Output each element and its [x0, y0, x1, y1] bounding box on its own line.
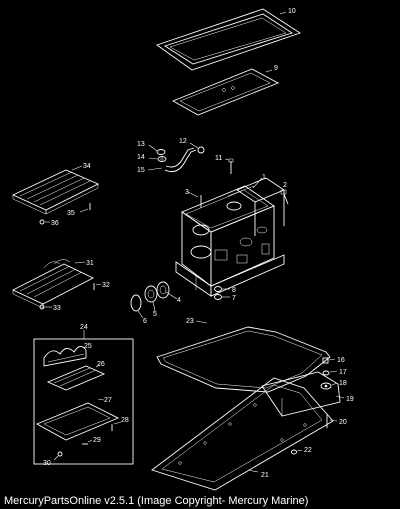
part-9-gasket	[171, 68, 280, 116]
part-11-screw	[224, 158, 234, 174]
callout-5: 5	[153, 311, 157, 318]
image-caption: MercuryPartsOnline v2.5.1 (Image Copyrig…	[4, 495, 309, 507]
callout-26: 26	[97, 361, 105, 368]
part-25-bundle	[43, 346, 87, 367]
part-12-15-hose-fittings	[147, 142, 205, 173]
part-24-kit-box	[33, 330, 134, 465]
part-31-lower-rack	[11, 259, 95, 309]
callout-28: 28	[121, 417, 129, 424]
callout-1: 1	[262, 174, 266, 181]
part-1-housing	[175, 177, 285, 297]
callout-19: 19	[346, 396, 354, 403]
callout-24: 24	[80, 324, 88, 331]
part-19-bracket	[261, 371, 345, 417]
callout-18: 18	[339, 380, 347, 387]
part-7-8-nuts	[214, 286, 230, 300]
callout-3: 3	[185, 189, 189, 196]
part-21-base-plate	[151, 377, 334, 491]
callout-17: 17	[339, 369, 347, 376]
callout-11: 11	[215, 155, 222, 162]
callout-6: 6	[143, 318, 147, 325]
callout-27: 27	[104, 397, 112, 404]
callout-14: 14	[137, 154, 145, 161]
callout-9: 9	[274, 65, 278, 72]
callout-13: 13	[137, 141, 145, 148]
part-10-seal-frame	[156, 8, 302, 71]
callout-15: 15	[137, 167, 145, 174]
part-23-seal-strip	[156, 320, 331, 393]
part-34-upper-rack	[11, 165, 100, 215]
callout-35: 35	[67, 210, 75, 217]
part-2-bolt	[280, 189, 289, 205]
callout-labels: 1 2 3 4 5 6 7 8 9 10 11 12 13 14 15 16 1…	[43, 8, 354, 479]
callout-22: 22	[304, 447, 312, 454]
callout-34: 34	[83, 163, 91, 170]
callout-23: 23	[186, 318, 194, 325]
callout-20: 20	[339, 419, 347, 426]
callout-2: 2	[283, 182, 287, 189]
part-3-stud	[187, 191, 202, 208]
callout-25: 25	[84, 343, 92, 350]
callout-29: 29	[93, 437, 101, 444]
part-35-36-screws	[39, 203, 91, 225]
callout-21: 21	[261, 472, 269, 479]
part-27-tray	[35, 398, 120, 441]
callout-12: 12	[179, 138, 187, 145]
callout-30: 30	[43, 460, 51, 467]
part-4-6-seal-rings	[130, 281, 178, 319]
part-16-22-hardware	[291, 357, 338, 455]
callout-10: 10	[288, 8, 296, 15]
callout-7: 7	[232, 295, 236, 302]
callout-8: 8	[232, 287, 236, 294]
callout-32: 32	[102, 282, 110, 289]
part-28-30-screws	[53, 421, 122, 461]
callout-36: 36	[51, 220, 59, 227]
callout-33: 33	[53, 305, 61, 312]
callout-16: 16	[337, 357, 345, 364]
callout-31: 31	[86, 260, 94, 267]
callout-4: 4	[177, 297, 181, 304]
part-32-33-screws	[39, 283, 102, 310]
part-26-insert	[46, 364, 106, 391]
